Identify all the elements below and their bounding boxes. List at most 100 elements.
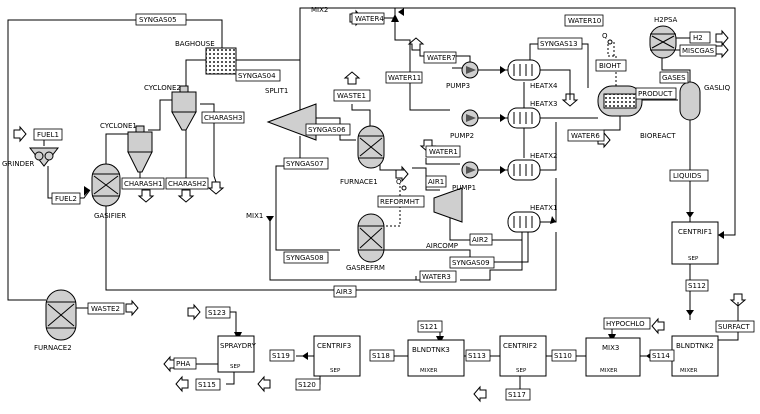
stream-s112: S112: [685, 279, 709, 292]
heatx4-label: HEATX4: [530, 82, 558, 90]
stream-gases: GASES: [659, 71, 689, 84]
svg-text:SYNGAS13: SYNGAS13: [540, 40, 578, 48]
svg-text:WATER1: WATER1: [429, 148, 458, 156]
svg-text:PHA: PHA: [176, 360, 190, 368]
arrow-waste2-out: [125, 299, 139, 317]
aircomp-unit: [433, 187, 463, 223]
pump1-label: PUMP1: [452, 184, 476, 192]
stream-syngas05: SYNGAS05: [135, 13, 187, 26]
stream-water7: WATER7: [423, 51, 457, 64]
stream-s118: S118: [369, 349, 395, 362]
svg-text:WATER4: WATER4: [355, 15, 384, 23]
svg-text:WATER11: WATER11: [388, 74, 421, 82]
stream-fuel2: FUEL2: [51, 192, 81, 205]
stream-hypochlo: HYPOCHLO: [603, 317, 651, 330]
stream-lines: [7, 7, 739, 395]
pump2-unit: [461, 109, 479, 127]
blndtnk2-block: BLNDTNK2 MIXER: [671, 335, 719, 377]
stream-syngas07: SYNGAS07: [283, 157, 329, 170]
stream-charash1: CHARASH1: [121, 177, 165, 190]
gasliq-label: GASLIQ: [704, 84, 731, 92]
h2psa-vessel: [649, 25, 677, 59]
stream-surfact: SURFACT: [715, 320, 755, 333]
svg-text:AIR3: AIR3: [336, 288, 352, 296]
stream-s113: S113: [465, 349, 491, 362]
centrif3-block: CENTRIF3 SEP: [313, 335, 361, 377]
svg-text:S123: S123: [208, 309, 226, 317]
mix2-label: MIX2: [311, 6, 328, 14]
svg-text:BIOHT: BIOHT: [599, 62, 622, 70]
svg-text:S121: S121: [420, 323, 438, 331]
stream-air3: AIR3: [333, 285, 357, 298]
stream-liquids: LIQUIDS: [669, 169, 709, 182]
bioreact-vessel: [597, 85, 643, 117]
centrif1-label: CENTRIF1: [678, 228, 712, 236]
q-bioht-label: Q: [602, 32, 608, 40]
stream-fuel1: FUEL1: [33, 128, 63, 141]
arrow-hypochlo-in: [651, 317, 665, 335]
centrif2-block: CENTRIF2 SEP: [499, 335, 547, 377]
stream-s117: S117: [505, 388, 531, 401]
svg-text:MISCGAS: MISCGAS: [682, 47, 715, 55]
stream-s115: S115: [195, 378, 221, 391]
arrow-miscgas-out: [715, 41, 729, 59]
stream-syngas09: SYNGAS09: [449, 256, 495, 269]
svg-text:S114: S114: [652, 352, 670, 360]
centrif2-label: CENTRIF2: [503, 342, 537, 350]
svg-text:S117: S117: [508, 391, 526, 399]
svg-text:SYNGAS07: SYNGAS07: [286, 160, 324, 168]
svg-text:CHARASH2: CHARASH2: [168, 180, 206, 188]
terminal-arrows: [13, 9, 747, 403]
stream-water1: WATER1: [425, 145, 461, 158]
stream-air1: AIR1: [425, 175, 447, 188]
stream-water6: WATER6: [567, 129, 605, 142]
stream-syngas04: SYNGAS04: [235, 69, 281, 82]
cyclone2-unit: [171, 85, 197, 131]
arrow-charash3-out: [207, 181, 225, 195]
mix3-type: MIXER: [600, 368, 618, 374]
stream-water10: WATER10: [564, 14, 604, 27]
heatx4-unit: [507, 59, 541, 81]
arrow-heatx3-out: [561, 93, 579, 107]
arrow-s115-out: [175, 375, 189, 393]
split1-label: SPLIT1: [265, 87, 288, 95]
arrow-surfact-in: [729, 293, 747, 307]
heatx3-label: HEATX3: [530, 100, 557, 108]
svg-text:SURFACT: SURFACT: [718, 323, 750, 331]
stream-s110: S110: [551, 349, 577, 362]
stream-syngas06: SYNGAS06: [305, 123, 351, 136]
equipment: Q Q CENTRIF1 SEP BLNDTNK2 MIXER MIX3 MIX…: [28, 25, 719, 377]
stream-syngas13: SYNGAS13: [537, 37, 583, 50]
arrow-charash1-out: [137, 189, 155, 203]
stream-bioht: BIOHT: [595, 59, 627, 72]
heatx1-label: HEATX1: [530, 204, 557, 212]
stream-miscgas: MISCGAS: [679, 44, 717, 57]
furnace2-label: FURNACE2: [34, 344, 72, 352]
grinder-label: GRINDER: [2, 160, 34, 168]
stream-s114: S114: [649, 349, 675, 362]
svg-text:LIQUIDS: LIQUIDS: [673, 172, 702, 180]
svg-text:SYNGAS09: SYNGAS09: [452, 259, 490, 267]
blndtnk3-label: BLNDTNK3: [412, 346, 450, 354]
baghouse-label: BAGHOUSE: [175, 40, 215, 48]
svg-text:S118: S118: [372, 352, 390, 360]
centrif1-block: CENTRIF1 SEP: [671, 221, 719, 265]
q-reformht-label: Q: [396, 178, 402, 186]
arrow-s123-in: [187, 303, 201, 321]
svg-text:SYNGAS08: SYNGAS08: [286, 254, 324, 262]
svg-text:WASTE1: WASTE1: [337, 92, 366, 100]
gasifier-vessel: [91, 163, 121, 207]
stream-water11: WATER11: [385, 71, 423, 84]
centrif2-type: SEP: [516, 368, 527, 374]
stream-water3: WATER3: [419, 270, 457, 283]
stream-s123: S123: [205, 306, 231, 319]
svg-text:S110: S110: [554, 352, 572, 360]
stream-charash3: CHARASH3: [201, 111, 245, 124]
svg-text:GASES: GASES: [662, 74, 686, 82]
arrow-air1-in: [395, 165, 409, 183]
furnace2-vessel: [45, 289, 77, 341]
arrow-s120-out: [257, 375, 271, 393]
arrow-s117-out: [473, 385, 487, 403]
heatx2-label: HEATX2: [530, 152, 557, 160]
